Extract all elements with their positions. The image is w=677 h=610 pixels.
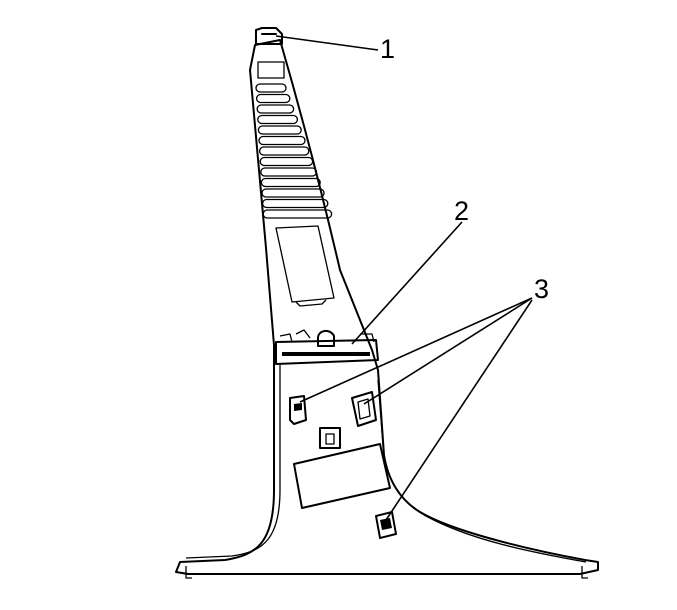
trim-panel-outline	[175, 39, 599, 575]
grille-rib	[261, 188, 325, 198]
grille-rib	[260, 177, 321, 188]
grille-rib	[255, 83, 287, 93]
grille-rib	[258, 135, 306, 146]
grille-rib	[257, 114, 299, 125]
grille-rib	[255, 93, 291, 104]
bracket-clip	[317, 330, 335, 347]
cross-bracket-top	[279, 329, 375, 343]
retainer-clip-upper-right	[351, 391, 377, 427]
trim-panel-inner-edge-right	[377, 379, 587, 563]
grille-rib	[260, 167, 318, 177]
leader-line-1	[275, 35, 379, 51]
grille-ribs	[255, 83, 333, 219]
retainer-clip-lower	[375, 511, 397, 539]
leader-line-3c	[385, 299, 533, 521]
leader-line-3b	[363, 297, 533, 405]
grille-rib	[257, 125, 302, 135]
grille-rib	[256, 104, 295, 114]
top-clip	[255, 27, 283, 45]
callout-1: 1	[380, 34, 395, 64]
cross-bracket	[275, 339, 379, 365]
recessed-panel	[275, 225, 335, 303]
trim-panel-inner-edge	[185, 365, 281, 559]
grille-rib	[262, 209, 333, 219]
retainer-clip-upper-left	[289, 395, 307, 425]
callout-2: 2	[454, 196, 469, 226]
grille-rib	[261, 198, 329, 209]
label-plate	[293, 443, 391, 509]
bottom-hook-left	[185, 566, 192, 579]
bottom-hook-right	[581, 566, 588, 579]
grille-rib	[259, 156, 314, 167]
square-feature-inner	[325, 433, 335, 445]
callout-3: 3	[534, 274, 549, 304]
top-window-slot	[257, 61, 285, 79]
recessed-panel-tab	[295, 299, 327, 307]
grille-rib	[258, 146, 310, 156]
leader-line-3a	[299, 297, 533, 403]
bracket-shadow	[282, 352, 370, 356]
square-feature	[319, 427, 341, 449]
leader-line-2	[351, 221, 463, 345]
